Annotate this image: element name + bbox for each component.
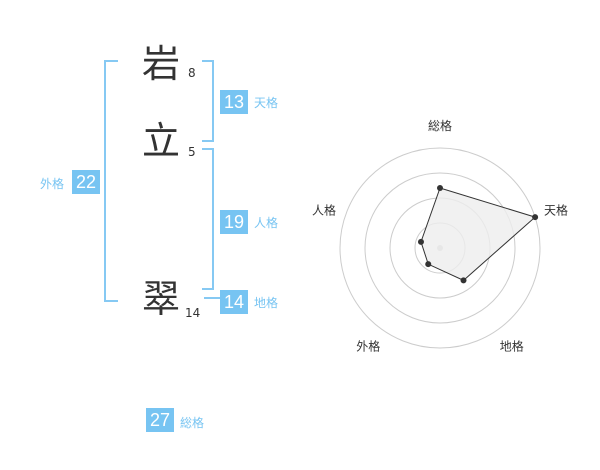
stroke-count-1: 8 bbox=[188, 66, 196, 80]
chikaku-label: 地格 bbox=[254, 296, 279, 310]
radar-point-4 bbox=[417, 238, 424, 245]
radar-ring bbox=[364, 172, 516, 324]
soukaku-value: 27 bbox=[146, 408, 174, 432]
jinkaku-label: 人格 bbox=[254, 216, 279, 230]
name-char-3: 翠 bbox=[142, 277, 181, 321]
outer-bracket bbox=[104, 60, 118, 302]
stroke-count-3: 14 bbox=[185, 306, 201, 320]
radar-axis-label: 外格 bbox=[356, 339, 380, 354]
radar-point-0 bbox=[437, 185, 443, 191]
radar-axis-label: 総格 bbox=[428, 118, 452, 133]
tenkaku-bracket bbox=[202, 60, 214, 142]
jinkaku-value: 19 bbox=[220, 210, 248, 234]
radar-point-2 bbox=[460, 277, 467, 284]
tenkaku-value: 13 bbox=[220, 90, 248, 114]
gaikaku-value: 22 bbox=[72, 170, 100, 194]
chikaku-value: 14 bbox=[220, 290, 248, 314]
radar-ring bbox=[339, 147, 541, 349]
stroke-count-2: 5 bbox=[188, 145, 196, 159]
radar-point-1 bbox=[532, 214, 539, 221]
name-char-2: 立 bbox=[142, 119, 181, 163]
radar-point-3 bbox=[425, 261, 432, 268]
tenkaku-label: 天格 bbox=[254, 96, 279, 110]
name-char-1: 岩 bbox=[142, 42, 181, 86]
radar-axis-label: 人格 bbox=[312, 202, 336, 217]
chikaku-connector bbox=[204, 297, 220, 299]
gaikaku-label: 外格 bbox=[40, 177, 65, 191]
soukaku-label: 総格 bbox=[180, 416, 205, 430]
radar-axis-label: 地格 bbox=[500, 339, 524, 354]
jinkaku-bracket bbox=[202, 148, 214, 290]
radar-polygon bbox=[420, 187, 537, 281]
radar-axis-label: 天格 bbox=[544, 202, 568, 217]
